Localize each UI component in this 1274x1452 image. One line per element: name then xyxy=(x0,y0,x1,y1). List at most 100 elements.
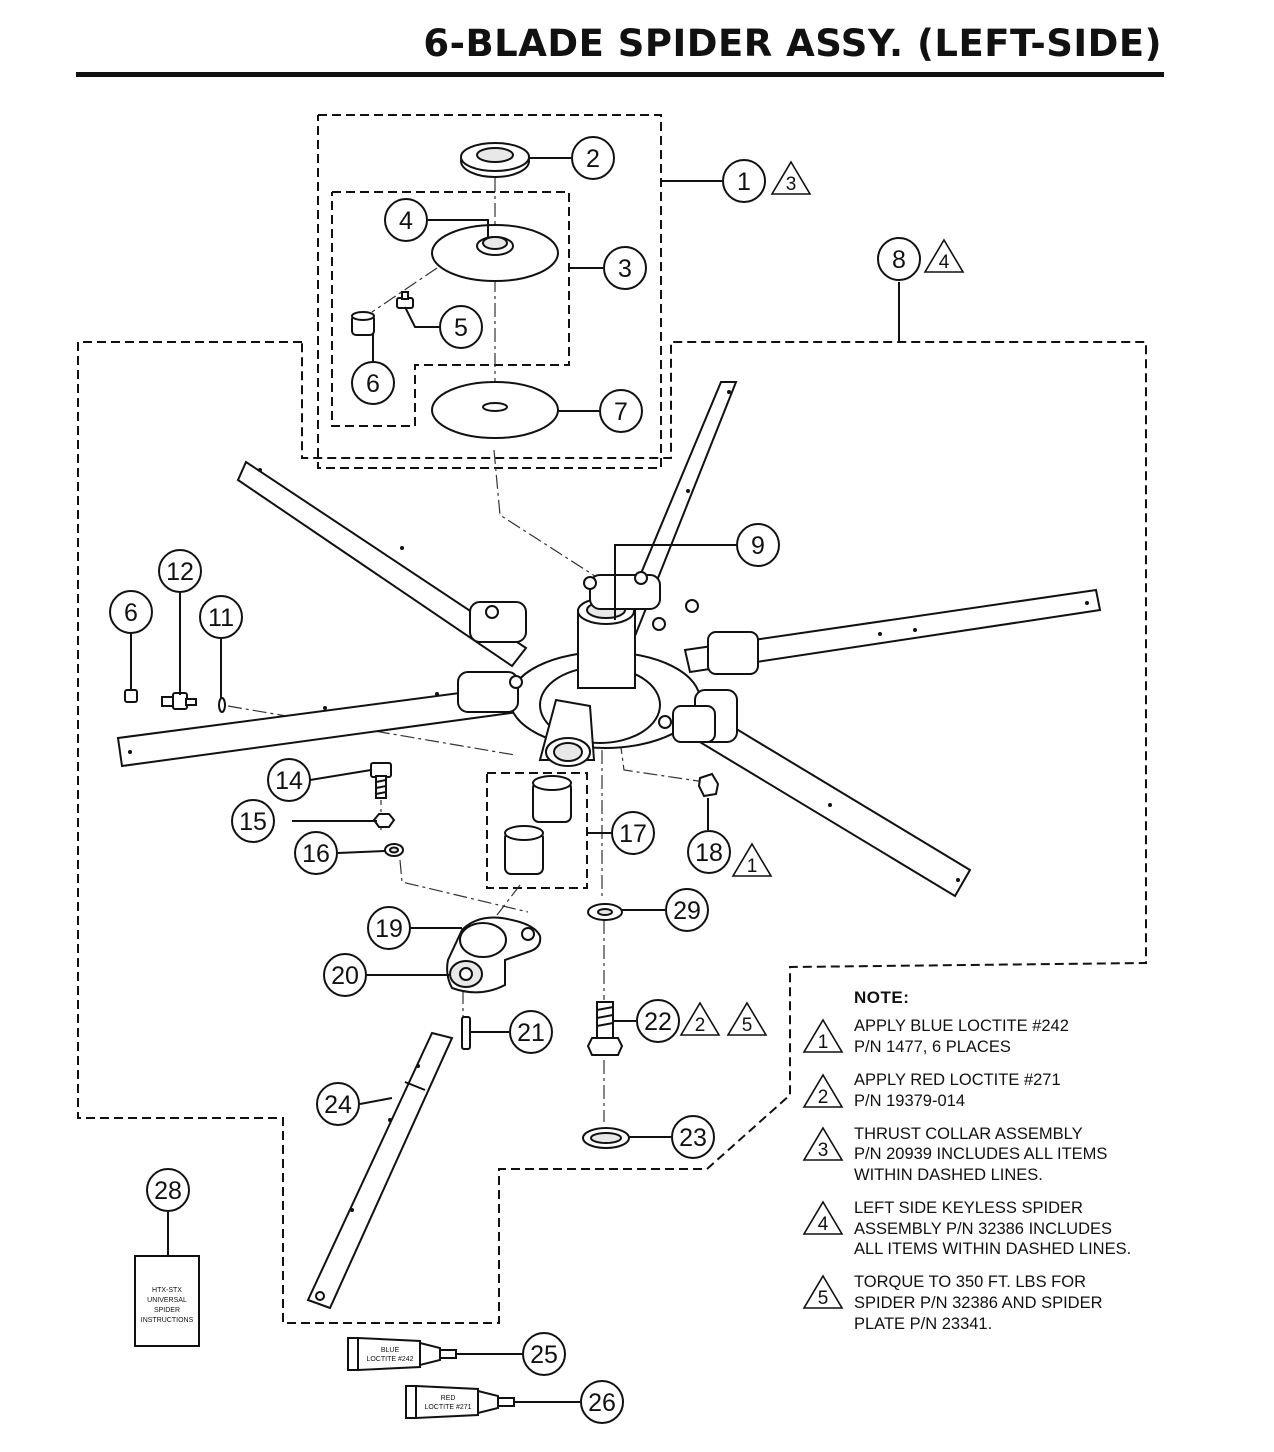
callout-8: 8 xyxy=(877,237,921,281)
svg-text:21: 21 xyxy=(517,1019,545,1047)
note-4-line-2: ASSEMBLY P/N 32386 INCLUDES xyxy=(854,1220,1113,1238)
svg-text:17: 17 xyxy=(619,820,647,848)
blue-loctite-tube: BLUE LOCTITE #242 xyxy=(347,1336,457,1372)
note-2-line-2: P/N 19379-014 xyxy=(854,1092,965,1110)
spider-bolt xyxy=(586,1001,624,1056)
spider-arms xyxy=(116,381,1102,898)
card-line-3: SPIDER xyxy=(154,1307,180,1314)
leader-lines xyxy=(130,157,900,1403)
note-1-line-1: APPLY BLUE LOCTITE #242 xyxy=(854,1017,1069,1035)
instruction-card: HTX-STX UNIVERSAL SPIDER INSTRUCTIONS xyxy=(134,1255,200,1347)
page-title: 6-BLADE SPIDER ASSY. (LEFT-SIDE) xyxy=(423,22,1162,65)
callout-1: 1 xyxy=(722,159,766,203)
callout-12: 12 xyxy=(158,549,202,593)
svg-text:6: 6 xyxy=(124,599,138,627)
red-loctite-tube: RED LOCTITE #271 xyxy=(405,1384,515,1420)
svg-text:11: 11 xyxy=(208,604,234,632)
hex-bolt xyxy=(370,762,392,799)
callout-7: 7 xyxy=(599,389,643,433)
callout-2: 2 xyxy=(571,136,615,180)
note-marker-1: 1 xyxy=(802,1018,844,1053)
callout-22: 22 xyxy=(636,999,680,1043)
callout-17: 17 xyxy=(611,811,655,855)
svg-text:29: 29 xyxy=(673,897,701,925)
callout-18: 18 xyxy=(687,830,731,874)
svg-text:18: 18 xyxy=(695,839,723,867)
callout-26: 26 xyxy=(580,1380,624,1424)
callout-28: 28 xyxy=(146,1168,190,1212)
bushing-pair xyxy=(504,775,572,875)
callout-14: 14 xyxy=(267,758,311,802)
grease-fitting-left xyxy=(161,692,197,710)
svg-text:4: 4 xyxy=(939,252,950,273)
blue-tube-line-2: LOCTITE #242 xyxy=(366,1356,413,1363)
svg-text:19: 19 xyxy=(375,915,403,943)
note-marker-5: 5 xyxy=(802,1274,844,1309)
svg-text:5: 5 xyxy=(742,1015,753,1036)
svg-text:9: 9 xyxy=(751,532,765,560)
red-tube-line-1: RED xyxy=(441,1395,456,1402)
svg-text:20: 20 xyxy=(331,962,359,990)
svg-text:5: 5 xyxy=(454,314,468,342)
arm-holes xyxy=(128,390,1089,882)
pipe-plug xyxy=(124,689,138,703)
svg-text:1: 1 xyxy=(818,1032,829,1053)
flag-callout-22-b: 5 xyxy=(726,1001,768,1036)
flag-callout-8: 4 xyxy=(923,238,965,273)
note-heading: NOTE: xyxy=(854,988,910,1007)
callout-15: 15 xyxy=(231,799,275,843)
note-2-line-1: APPLY RED LOCTITE #271 xyxy=(854,1071,1061,1089)
callout-16: 16 xyxy=(294,831,338,875)
callout-9: 9 xyxy=(736,523,780,567)
svg-text:2: 2 xyxy=(695,1015,706,1036)
svg-text:3: 3 xyxy=(818,1140,829,1161)
note-marker-4: 4 xyxy=(802,1200,844,1235)
callout-6-left: 6 xyxy=(109,590,153,634)
o-ring xyxy=(218,697,226,713)
thrust-collar-boundary xyxy=(317,114,662,469)
washer-plate xyxy=(431,381,559,439)
card-line-1: HTX-STX xyxy=(152,1287,182,1294)
svg-text:6: 6 xyxy=(366,370,380,398)
lock-washer xyxy=(384,843,404,857)
svg-text:1: 1 xyxy=(747,856,758,877)
callout-11: 11 xyxy=(199,595,243,639)
flag-callout-1: 3 xyxy=(770,160,812,195)
fitting-cap xyxy=(351,311,375,336)
note-5-line-3: PLATE P/N 23341. xyxy=(854,1315,993,1333)
callout-25: 25 xyxy=(522,1332,566,1376)
note-5-line-1: TORQUE TO 350 FT. LBS FOR xyxy=(854,1273,1086,1291)
note-4-line-3: ALL ITEMS WITHIN DASHED LINES. xyxy=(854,1240,1132,1258)
note-5-line-2: SPIDER P/N 32386 AND SPIDER xyxy=(854,1294,1103,1312)
callout-6-top: 6 xyxy=(351,361,395,405)
card-line-4: INSTRUCTIONS xyxy=(141,1317,194,1324)
inner-collar-boundary xyxy=(331,191,570,427)
svg-text:4: 4 xyxy=(818,1214,829,1235)
thrust-washer xyxy=(582,1127,630,1149)
bushing-boundary xyxy=(486,772,588,889)
svg-text:2: 2 xyxy=(818,1087,829,1108)
svg-text:7: 7 xyxy=(614,398,628,426)
grease-fitting xyxy=(396,291,414,309)
red-tube-line-2: LOCTITE #271 xyxy=(424,1404,471,1411)
callout-4: 4 xyxy=(384,198,428,242)
svg-text:23: 23 xyxy=(679,1124,707,1152)
callout-21: 21 xyxy=(509,1010,553,1054)
svg-text:8: 8 xyxy=(892,246,906,274)
callout-23: 23 xyxy=(671,1115,715,1159)
note-marker-2: 2 xyxy=(802,1073,844,1108)
thrust-collar xyxy=(460,142,530,178)
arm-clamp xyxy=(446,916,542,994)
callout-5: 5 xyxy=(439,305,483,349)
flag-callout-18: 1 xyxy=(731,842,773,877)
card-line-2: UNIVERSAL xyxy=(147,1297,187,1304)
svg-text:12: 12 xyxy=(166,558,194,586)
note-4-line-1: LEFT SIDE KEYLESS SPIDER xyxy=(854,1199,1083,1217)
title-rule xyxy=(76,72,1164,77)
note-1-line-2: P/N 1477, 6 PLACES xyxy=(854,1038,1011,1056)
svg-text:25: 25 xyxy=(530,1341,558,1369)
callout-19: 19 xyxy=(367,906,411,950)
svg-text:1: 1 xyxy=(737,168,751,196)
note-marker-3: 3 xyxy=(802,1126,844,1161)
svg-text:26: 26 xyxy=(588,1389,616,1417)
